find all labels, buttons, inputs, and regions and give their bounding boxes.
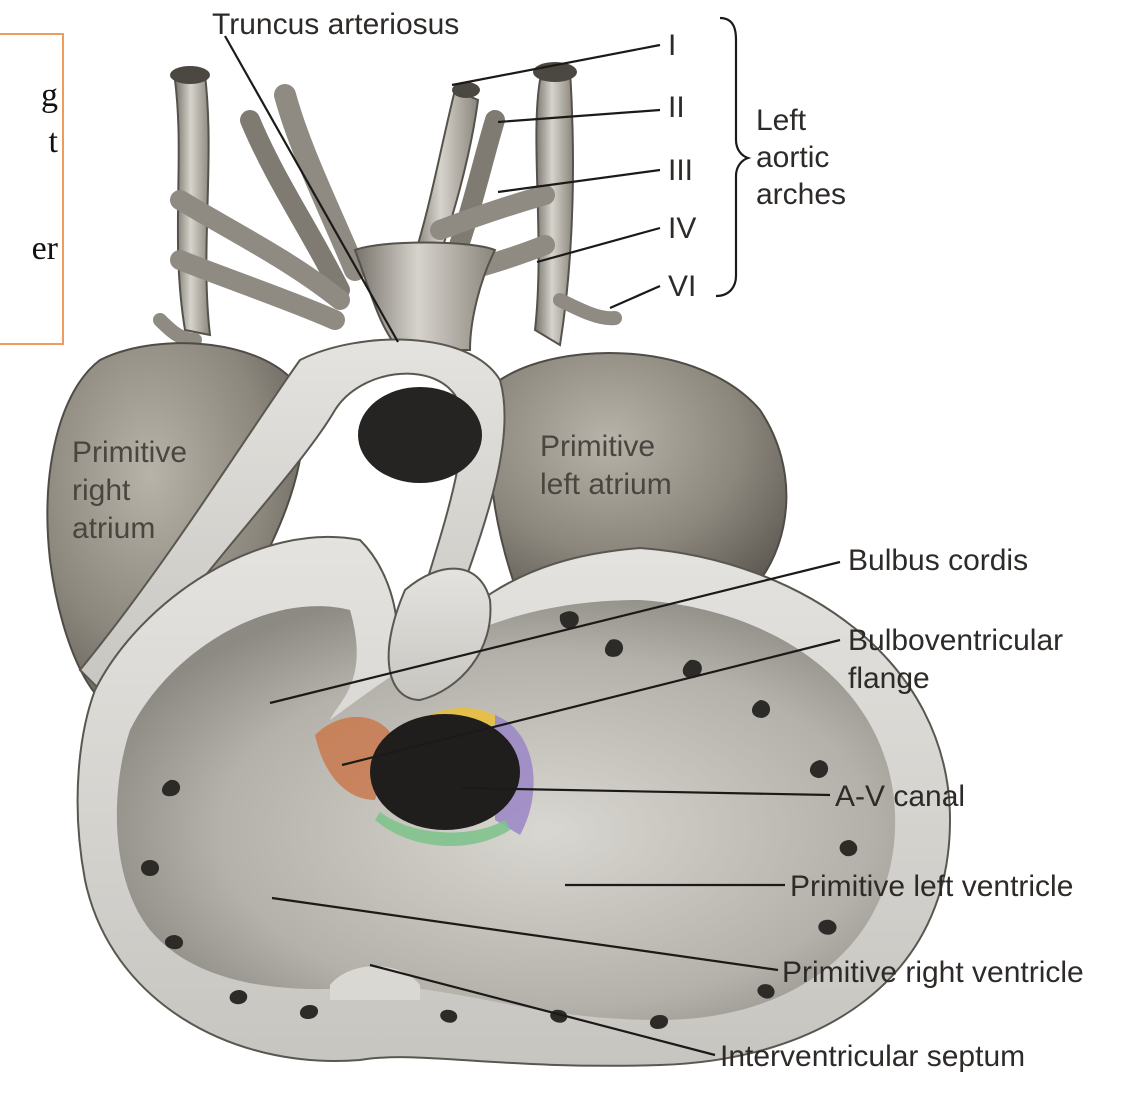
av-canal-lumen	[370, 714, 520, 830]
right-aortic-arch-vessels	[160, 66, 355, 340]
leader-arch-2	[498, 110, 660, 122]
label-arch-2: II	[668, 91, 685, 124]
label-left-atrium-2: left atrium	[540, 468, 672, 501]
label-truncus-arteriosus: Truncus arteriosus	[212, 8, 459, 41]
label-right-atrium-1: Primitive	[72, 436, 187, 469]
label-arch-1: I	[668, 29, 676, 62]
label-right-atrium-2: right	[72, 474, 131, 507]
label-bulbus-cordis: Bulbus cordis	[848, 544, 1028, 577]
label-interventricular-septum: Interventricular septum	[720, 1040, 1025, 1073]
label-bulboventricular-flange-2: flange	[848, 662, 930, 695]
truncus-lumen	[358, 387, 482, 483]
label-arch-3: III	[668, 154, 693, 187]
label-left-aortic-arches-2: aortic	[756, 141, 829, 174]
truncus-arteriosus-shape	[355, 243, 495, 351]
label-left-aortic-arches-1: Left	[756, 104, 807, 137]
left-aortic-arches-bracket	[716, 18, 748, 296]
label-right-atrium-3: atrium	[72, 512, 155, 545]
label-left-atrium-1: Primitive	[540, 430, 655, 463]
label-primitive-left-ventricle: Primitive left ventricle	[790, 870, 1073, 903]
label-left-aortic-arches-3: arches	[756, 178, 846, 211]
label-av-canal: A-V canal	[835, 780, 965, 813]
label-bulboventricular-flange-1: Bulboventricular	[848, 624, 1063, 657]
label-primitive-right-ventricle: Primitive right ventricle	[782, 956, 1084, 989]
leader-arch-6	[610, 286, 660, 308]
leader-arch-3	[498, 170, 660, 192]
label-arch-6: VI	[668, 270, 696, 303]
label-arch-4: IV	[668, 212, 696, 245]
